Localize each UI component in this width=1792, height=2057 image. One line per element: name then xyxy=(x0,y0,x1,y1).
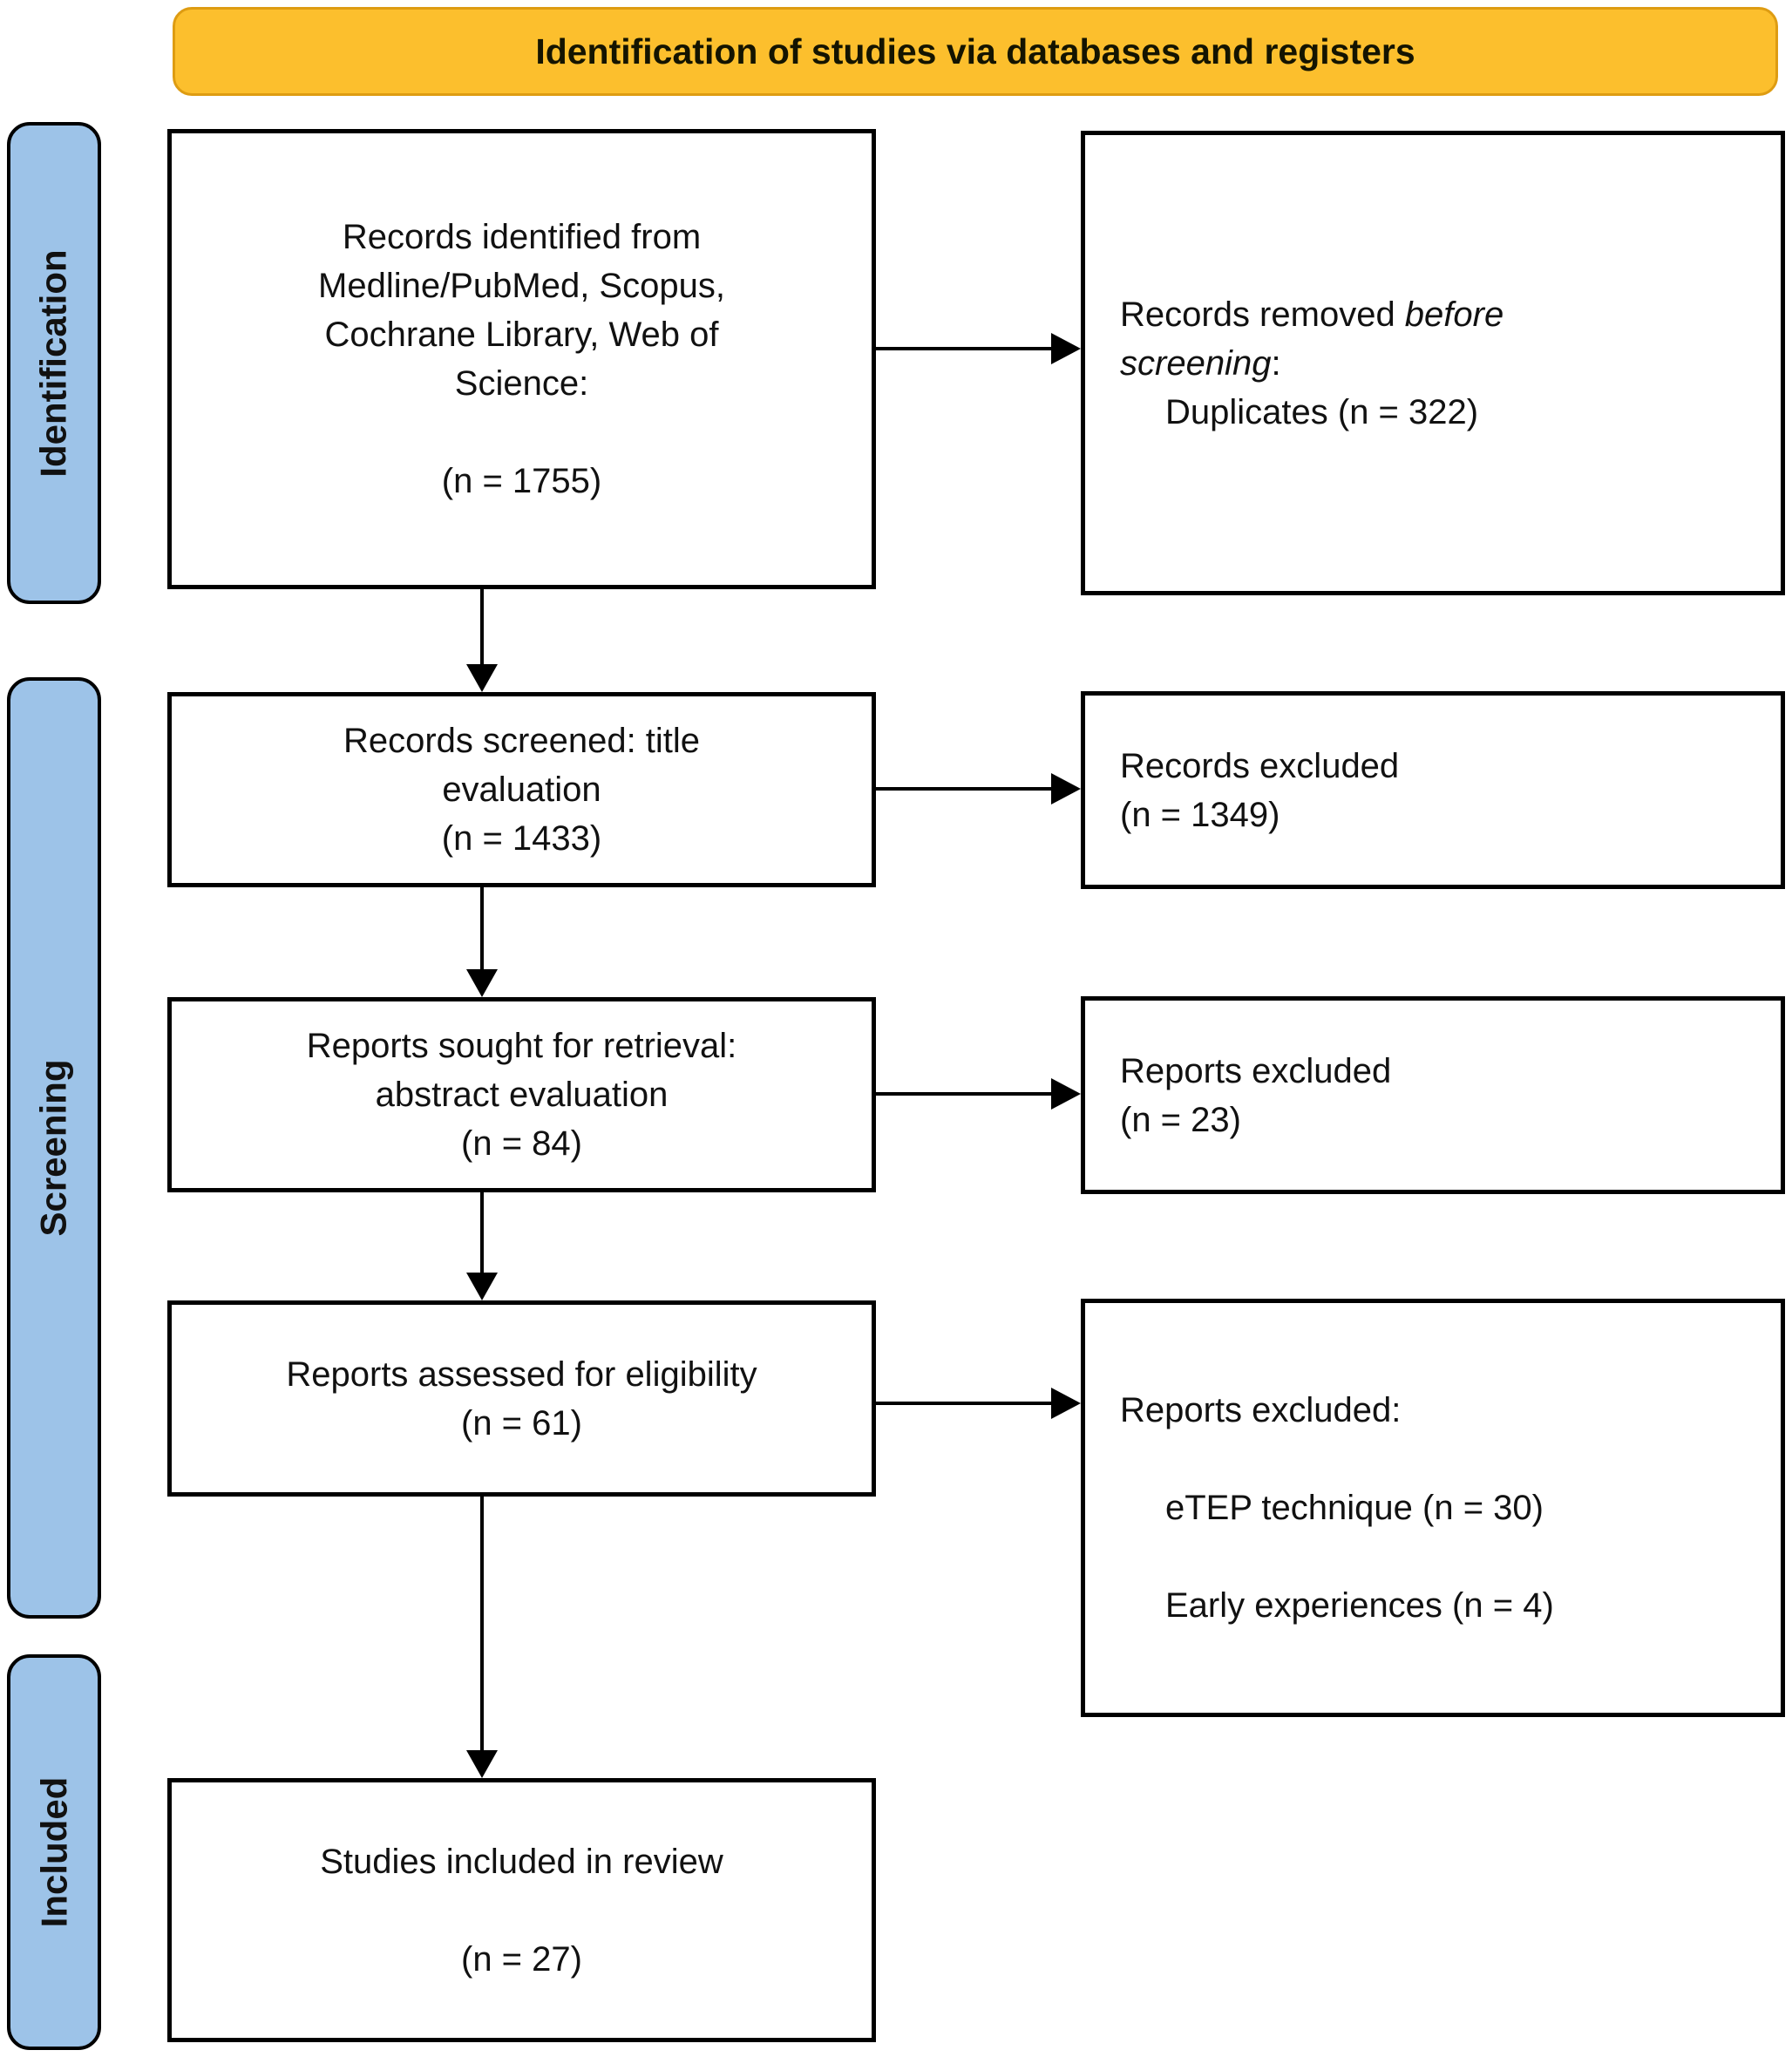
reports-assessed-text: Reports assessed for eligibility (n = 61… xyxy=(286,1354,757,1443)
box-reports-assessed: Reports assessed for eligibility (n = 61… xyxy=(167,1300,876,1497)
arrow-sought-to-reports-excluded xyxy=(876,1078,1081,1110)
banner-identification-of-studies: Identification of studies via databases … xyxy=(173,7,1778,96)
box-records-screened: Records screened: title evaluation (n = … xyxy=(167,692,876,887)
arrow-screened-to-records-excluded xyxy=(876,773,1081,804)
reasons-title: Reports excluded: xyxy=(1120,1391,1402,1429)
reason-early-experiences: Early experiences (n = 4) xyxy=(1165,1586,1554,1625)
box-records-identified: Records identified from Medline/PubMed, … xyxy=(167,129,876,589)
stage-bar-identification: Identification xyxy=(7,122,101,604)
reports-excluded-text: Reports excluded (n = 23) xyxy=(1120,1051,1392,1139)
stage-bar-included: Included xyxy=(7,1654,101,2050)
stage-bar-screening: Screening xyxy=(7,677,101,1619)
stage-label-identification: Identification xyxy=(33,248,74,478)
box-records-removed-before-screening: Records removed before screening: Duplica… xyxy=(1081,131,1785,595)
arrow-identified-to-screened xyxy=(466,589,498,692)
banner-title: Identification of studies via databases … xyxy=(535,31,1415,71)
studies-included-text: Studies included in review (n = 27) xyxy=(320,1842,723,1979)
arrow-screened-to-sought xyxy=(466,887,498,997)
reason-etep: eTEP technique (n = 30) xyxy=(1165,1489,1544,1527)
arrow-sought-to-assessed xyxy=(466,1192,498,1300)
stage-label-screening: Screening xyxy=(33,1059,75,1237)
records-screened-text: Records screened: title evaluation (n = … xyxy=(343,722,701,858)
reports-excluded-reasons-text: Reports excluded: eTEP technique (n = 30… xyxy=(1120,1337,1554,1679)
records-identified-text: Records identified from Medline/PubMed, … xyxy=(318,218,725,500)
box-reports-sought: Reports sought for retrieval: abstract e… xyxy=(167,997,876,1192)
records-excluded-text: Records excluded (n = 1349) xyxy=(1120,746,1400,834)
duplicates-detail: Duplicates (n = 322) xyxy=(1165,392,1479,431)
records-removed-suffix: : xyxy=(1271,343,1281,383)
box-reports-excluded: Reports excluded (n = 23) xyxy=(1081,996,1785,1194)
arrow-assessed-to-included xyxy=(466,1497,498,1778)
stage-label-included: Included xyxy=(33,1776,74,1928)
box-records-excluded: Records excluded (n = 1349) xyxy=(1081,691,1785,889)
records-removed-prefix: Records removed xyxy=(1120,295,1405,334)
arrow-assessed-to-reasons xyxy=(876,1388,1081,1419)
records-removed-text: Records removed before screening: Duplica… xyxy=(1120,290,1504,437)
reports-sought-text: Reports sought for retrieval: abstract e… xyxy=(306,1027,737,1163)
box-reports-excluded-reasons: Reports excluded: eTEP technique (n = 30… xyxy=(1081,1299,1785,1717)
arrow-identified-to-removed xyxy=(876,333,1081,364)
box-studies-included: Studies included in review (n = 27) xyxy=(167,1778,876,2042)
records-removed-italic: before screening xyxy=(1120,295,1504,383)
